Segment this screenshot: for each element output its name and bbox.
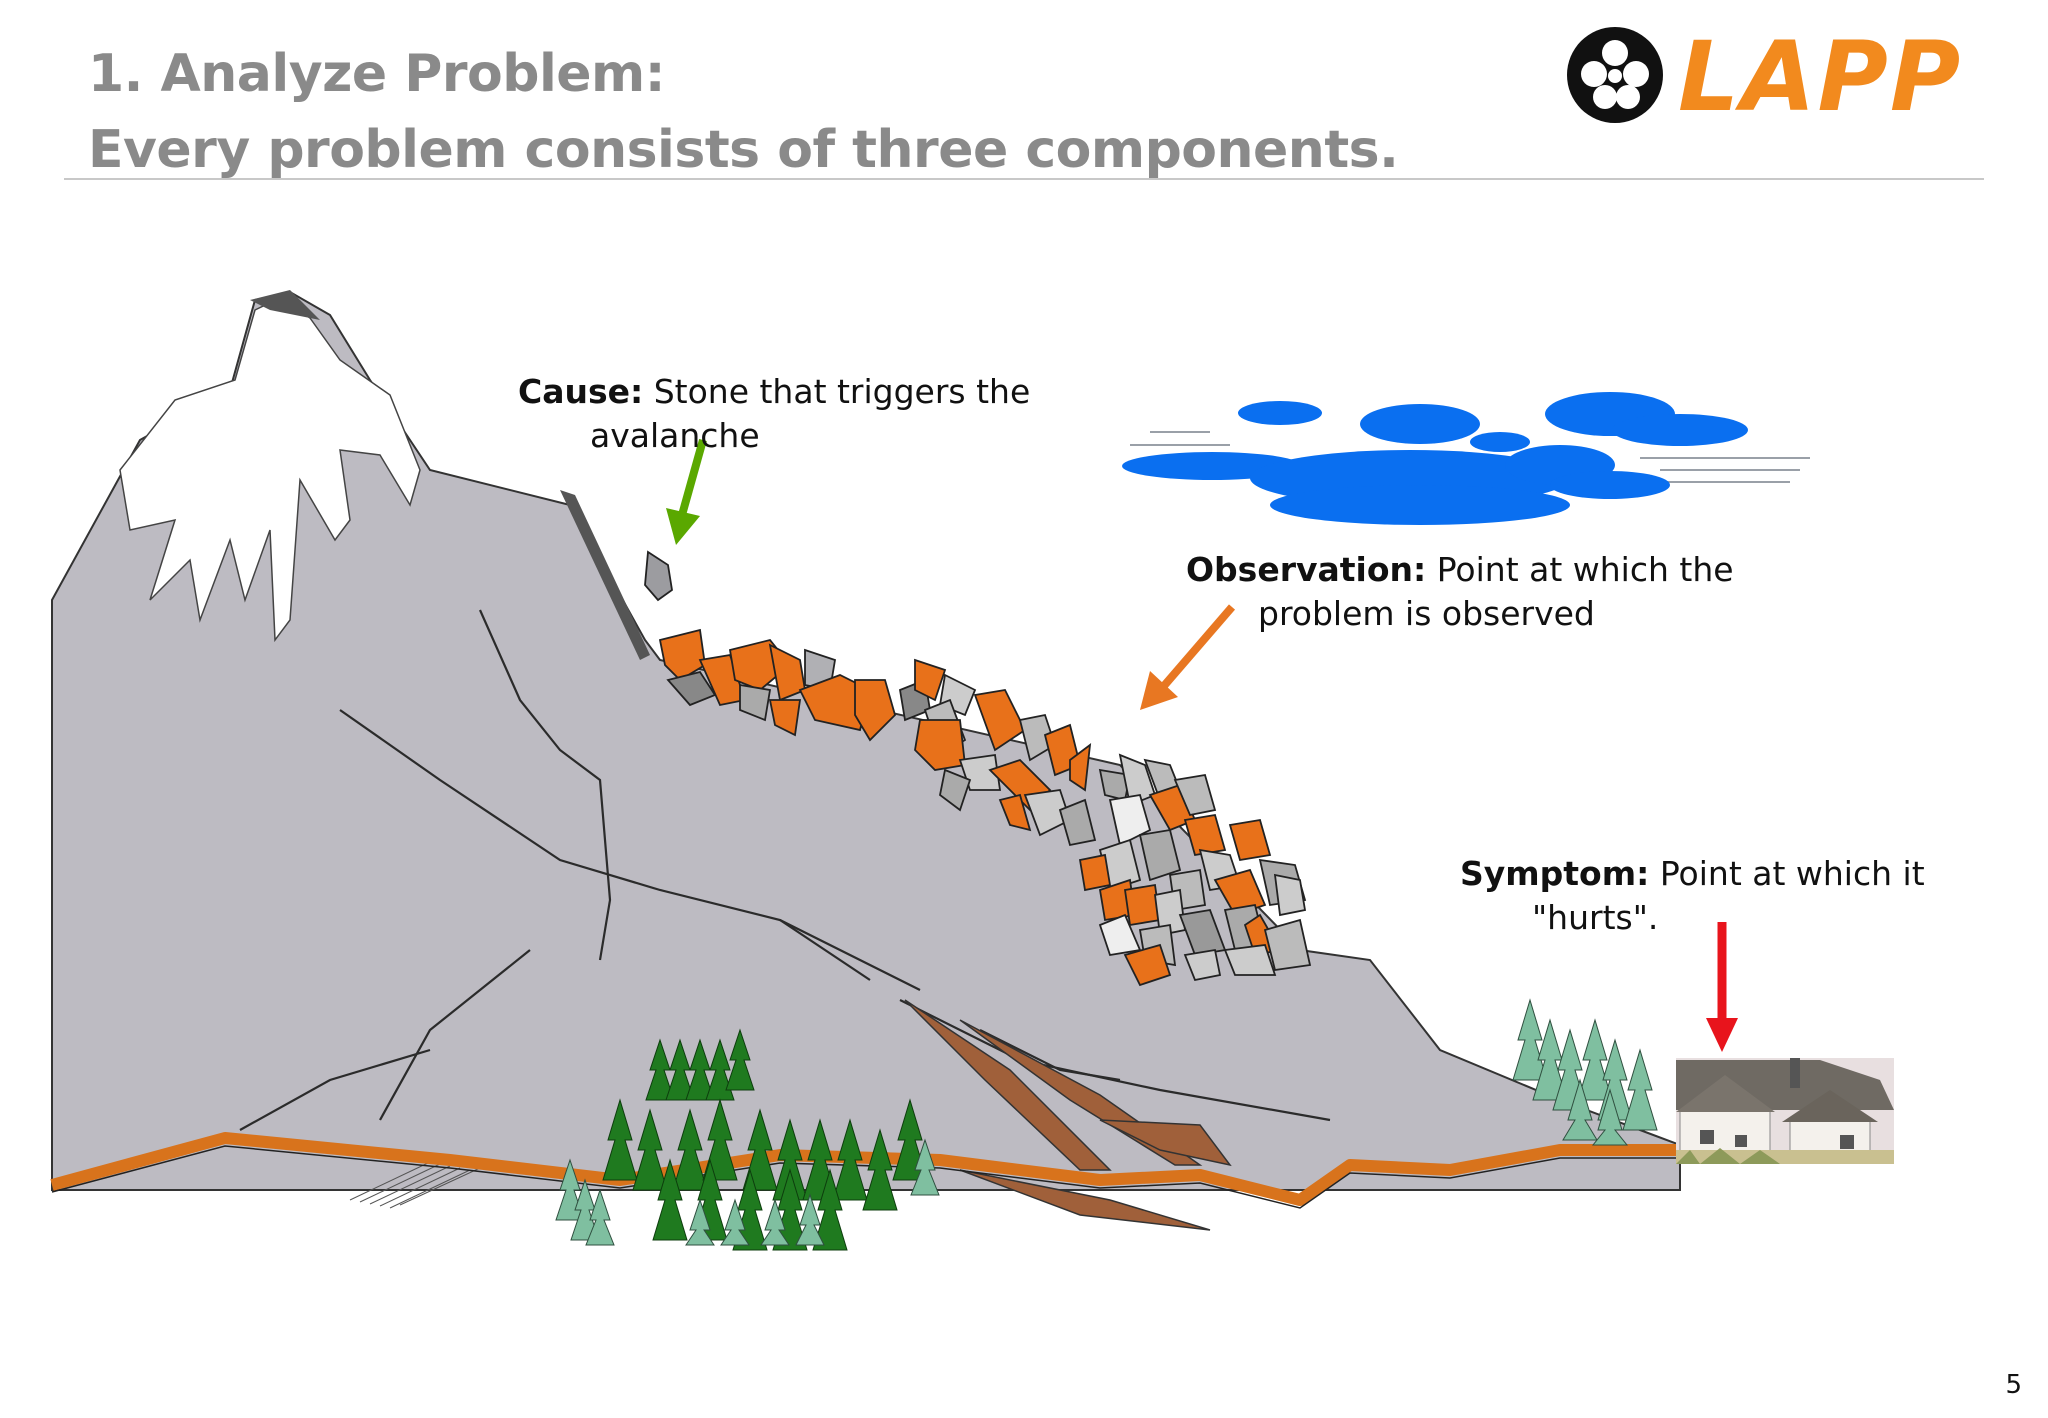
title-line-2: Every problem consists of three componen… xyxy=(88,120,1399,180)
cloud-group xyxy=(1122,392,1810,525)
tree-cluster-center xyxy=(555,1028,940,1251)
lapp-cable-cross-section-icon xyxy=(1567,27,1663,123)
symptom-label: Symptom: xyxy=(1460,854,1650,893)
cause-arrow xyxy=(666,438,707,545)
observation-label: Observation: xyxy=(1186,550,1427,589)
symptom-arrow xyxy=(1706,922,1738,1052)
observation-arrow xyxy=(1140,604,1236,710)
village-houses xyxy=(1676,1058,1894,1164)
cause-text-line1: Stone that triggers the xyxy=(653,372,1031,411)
symptom-text-line1: Point at which it xyxy=(1659,854,1925,893)
cause-callout: Cause: Stone that triggers the avalanche xyxy=(518,370,1030,458)
observation-text-line2: problem is observed xyxy=(1258,594,1595,633)
avalanche-rocks xyxy=(644,550,1312,987)
lapp-logo: LAPP xyxy=(1560,20,2000,133)
symptom-callout: Symptom: Point at which it "hurts". xyxy=(1460,852,1925,940)
cause-text-line2: avalanche xyxy=(590,416,760,455)
observation-callout: Observation: Point at which the problem … xyxy=(1186,548,1734,636)
symptom-text-line2: "hurts". xyxy=(1532,898,1659,937)
page-number: 5 xyxy=(2005,1370,2022,1400)
title-line-1: 1. Analyze Problem: xyxy=(88,44,666,104)
title-divider xyxy=(64,178,1984,180)
observation-text-line1: Point at which the xyxy=(1436,550,1734,589)
cause-label: Cause: xyxy=(518,372,644,411)
logo-wordmark: LAPP xyxy=(1678,21,1963,133)
tree-cluster-right xyxy=(1512,998,1658,1146)
ground-line xyxy=(50,1132,1680,1206)
slide-title: 1. Analyze Problem: Every problem consis… xyxy=(88,36,1399,188)
